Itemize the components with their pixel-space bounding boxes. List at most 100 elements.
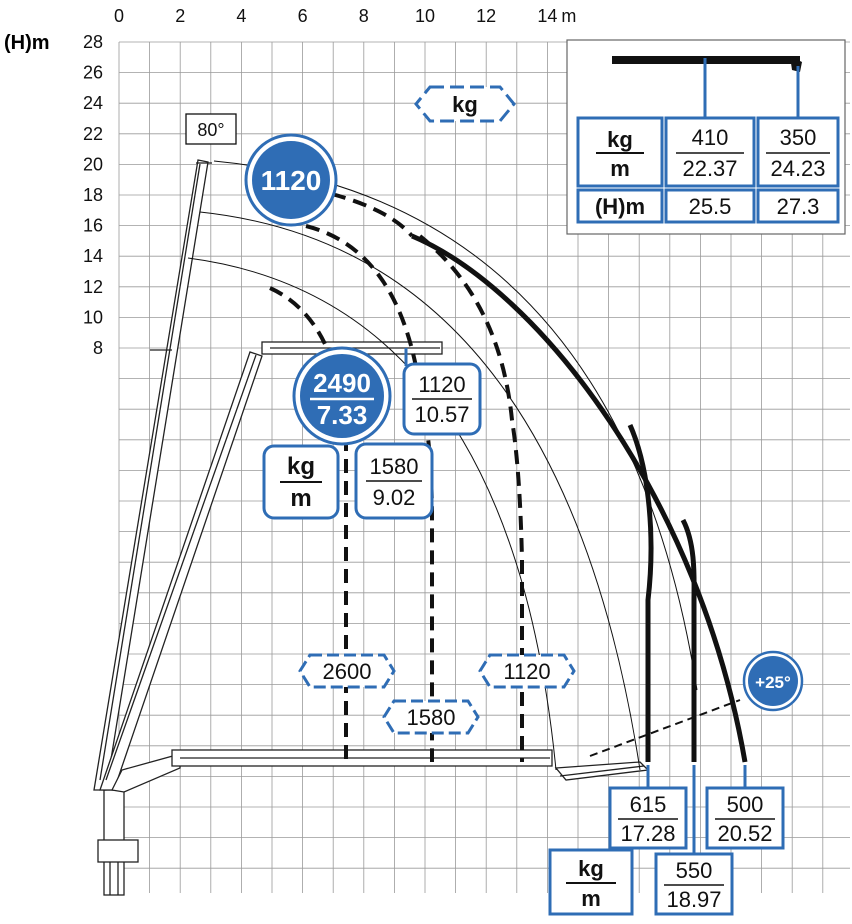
inset-col1-kgm-cell <box>664 116 756 188</box>
point-box-1120: 1120 10.57 <box>402 362 482 436</box>
inset-col2-h-cell <box>756 188 840 224</box>
load-curves-solid <box>411 233 748 763</box>
bottom-unit-box: kg m <box>548 848 634 916</box>
x-tick-label: 12 <box>476 6 496 26</box>
crane-illustration <box>93 159 650 896</box>
top-unit-hex-shape <box>414 85 516 123</box>
reach-arc-mid <box>199 211 641 771</box>
main-capacity-badge: 1120 <box>244 133 338 227</box>
angle-box-frame <box>185 113 237 145</box>
point-1120-m: 10.57 <box>414 402 469 427</box>
bottom-550-kg: 550 <box>676 858 713 883</box>
load-curve-615 <box>627 423 654 762</box>
point-1580-m: 9.02 <box>373 485 416 510</box>
ground-hex-1120: 1120 <box>478 653 576 689</box>
x-tick-label: 6 <box>298 6 308 26</box>
y-axis-title: (H)m <box>4 32 50 54</box>
bottom-615-kg: 615 <box>630 792 667 817</box>
bottom-550-m: 18.97 <box>666 887 721 912</box>
y-tick-label: 8 <box>93 338 103 358</box>
x-tick-label: 8 <box>359 6 369 26</box>
bottom-unit-m: m <box>581 886 601 911</box>
x-unit-label: m <box>561 6 576 26</box>
ground-hex-2600-shape <box>298 653 396 689</box>
top-unit-label: kg <box>452 92 478 117</box>
point-1580-kg: 1580 <box>370 454 419 479</box>
bottom-point-500: 500 20.52 <box>705 786 785 850</box>
angle-badge-fill <box>748 656 798 706</box>
bottom-point-615: 615 17.28 <box>608 786 688 850</box>
ground-value-2600: 2600 <box>323 659 372 684</box>
bottom-500-frame <box>705 786 785 850</box>
inset-h-cell <box>576 188 664 224</box>
y-tick-label: 12 <box>83 277 103 297</box>
point-1120-kg: 1120 <box>418 372 465 397</box>
inset-col2-h: 27.3 <box>777 194 820 219</box>
bottom-550-frame <box>654 852 734 916</box>
ground-hex-2600: 2600 <box>298 653 396 689</box>
boom-raised-inner <box>99 163 201 781</box>
max-capacity-m: 7.33 <box>317 400 368 430</box>
x-tick-label: 0 <box>114 6 124 26</box>
bottom-615-m: 17.28 <box>620 821 675 846</box>
angle-badge: +25° <box>742 650 804 712</box>
ground-hex-1580: 1580 <box>382 699 480 735</box>
boom-raised <box>93 159 209 791</box>
inset-col1-kg: 410 <box>692 125 729 150</box>
dash-25deg <box>589 699 741 757</box>
inset-panel: kg m 410 22.37 350 24.23 (H)m 25.5 27.3 <box>566 39 846 235</box>
y-tick-label: 28 <box>83 32 103 52</box>
y-tick-label: 22 <box>83 124 103 144</box>
angle-label: 80° <box>197 120 224 140</box>
x-tick-label: 14 <box>537 6 557 26</box>
x-tick-label: 4 <box>236 6 246 26</box>
angle-box: 80° <box>185 113 237 145</box>
y-tick-label: 16 <box>83 216 103 236</box>
bottom-615-frame <box>608 786 688 850</box>
bottom-point-550: 550 18.97 <box>654 852 734 916</box>
bottom-500-kg: 500 <box>727 792 764 817</box>
boom-jib-line <box>559 765 645 777</box>
dash-1120 <box>418 234 524 762</box>
load-curve-500 <box>411 233 748 763</box>
dash-top <box>331 192 414 238</box>
inset-kg-label: kg <box>607 127 633 152</box>
y-tick-label: 18 <box>83 185 103 205</box>
inset-col1-h: 25.5 <box>689 194 732 219</box>
inset-kgm-cell <box>576 116 664 188</box>
ground-hex-1580-shape <box>382 699 480 735</box>
bottom-unit-kg: kg <box>578 856 604 881</box>
inset-col1-h-cell <box>664 188 756 224</box>
boom-mid <box>99 351 263 791</box>
top-unit-hex: kg <box>414 85 516 123</box>
load-curve-550 <box>680 518 697 762</box>
unit-box-mid: kg m <box>262 444 340 520</box>
inset-m-label: m <box>610 156 630 181</box>
unit-box-mid-m: m <box>290 485 311 512</box>
x-tick-label: 2 <box>175 6 185 26</box>
main-capacity-value: 1120 <box>261 165 322 196</box>
y-tick-label: 10 <box>83 307 103 327</box>
y-tick-label: 14 <box>83 246 103 266</box>
y-tick-label: 24 <box>83 93 103 113</box>
main-capacity-fill <box>252 141 330 219</box>
inset-col2-kgm-cell <box>756 116 840 188</box>
ground-value-1580: 1580 <box>407 705 456 730</box>
inset-col1-m: 22.37 <box>682 156 737 181</box>
y-tick-label: 20 <box>83 154 103 174</box>
max-capacity-fill <box>300 354 384 438</box>
unit-box-mid-kg: kg <box>287 453 315 480</box>
inset-col2-m: 24.23 <box>770 156 825 181</box>
point-box-1580: 1580 9.02 <box>354 442 434 520</box>
crane-base-block <box>97 839 139 863</box>
boom-mid-inner <box>105 354 257 781</box>
y-tick-label: 26 <box>83 63 103 83</box>
leader-lines <box>404 348 747 854</box>
angle-badge-label: +25° <box>755 673 791 692</box>
x-tick-label: 10 <box>415 6 435 26</box>
max-capacity-kg: 2490 <box>313 368 371 398</box>
bottom-500-m: 20.52 <box>717 821 772 846</box>
